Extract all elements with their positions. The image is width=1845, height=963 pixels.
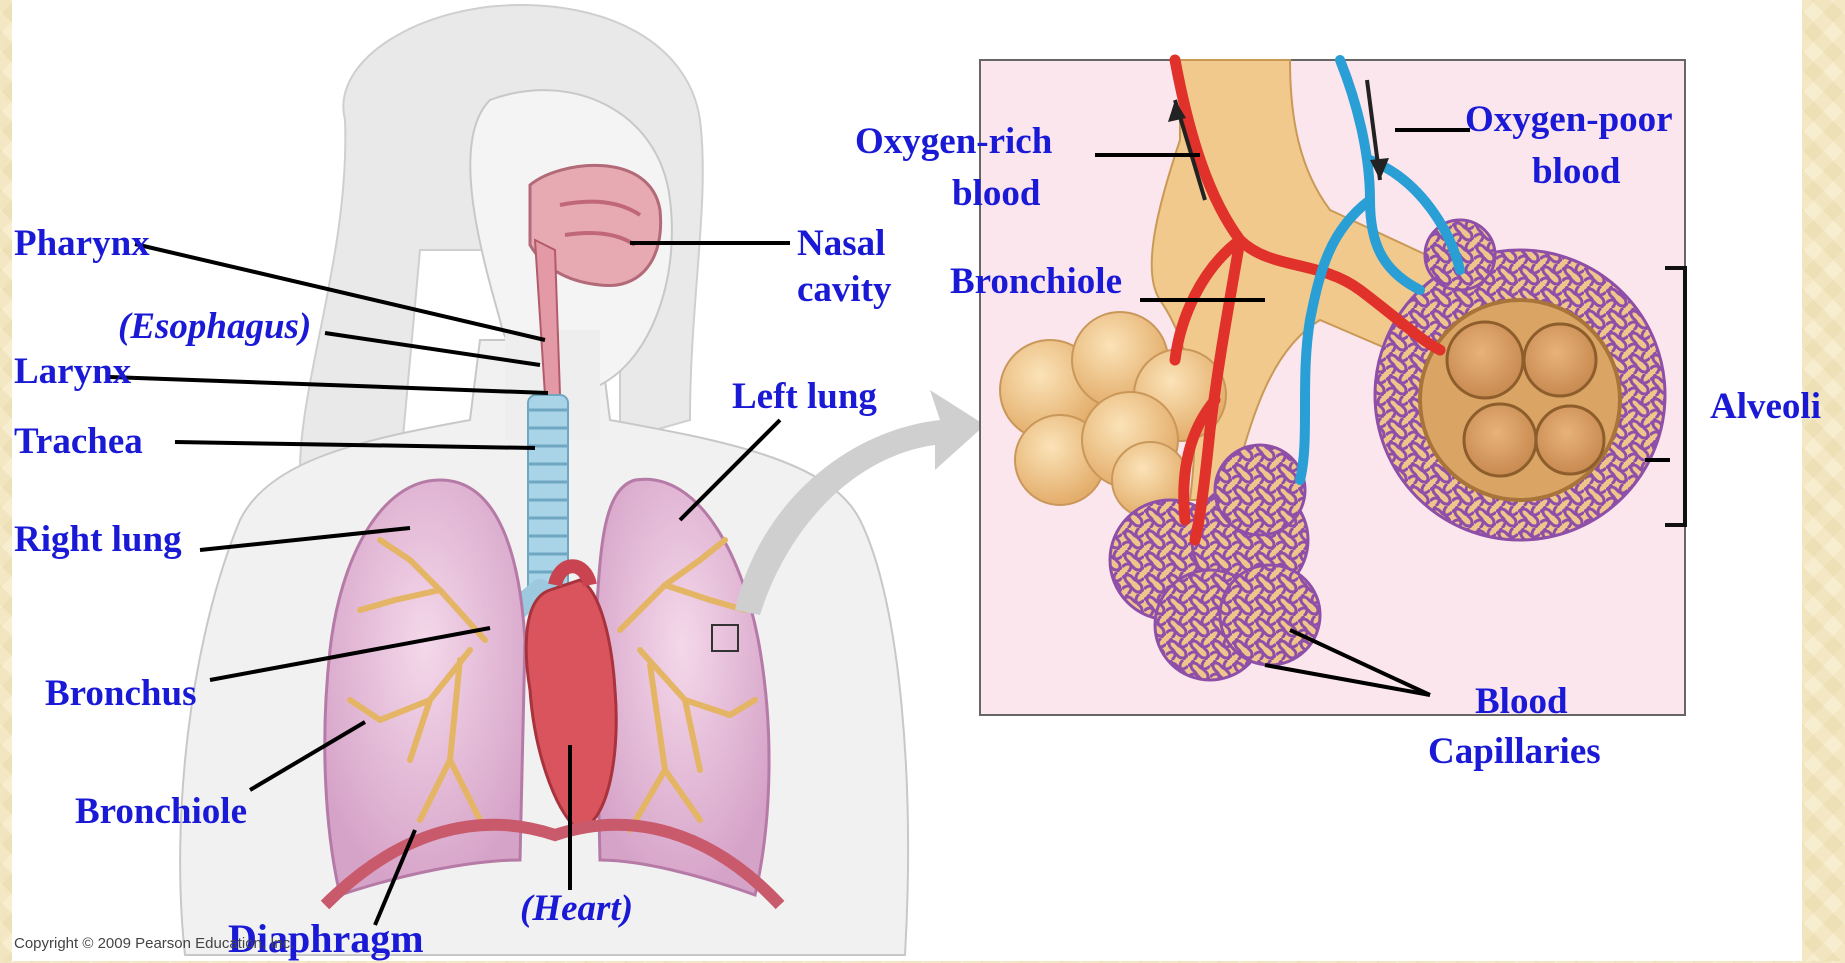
label-bronchiole-right: Bronchiole — [950, 260, 1122, 304]
label-nasal-cavity-1: Nasal — [797, 222, 885, 266]
label-oxygen-poor-1: Oxygen-poor — [1465, 98, 1673, 142]
label-trachea: Trachea — [14, 420, 143, 464]
label-oxygen-rich-2: blood — [952, 172, 1040, 216]
label-heart: (Heart) — [520, 887, 633, 931]
label-bronchus: Bronchus — [45, 672, 197, 716]
label-nasal-cavity-2: cavity — [797, 268, 892, 312]
label-left-lung: Left lung — [732, 375, 877, 419]
copyright-notice: Copyright © 2009 Pearson Education, Inc. — [14, 935, 294, 952]
label-oxygen-poor-2: blood — [1532, 150, 1620, 194]
label-pharynx: Pharynx — [14, 222, 150, 266]
label-oxygen-rich-1: Oxygen-rich — [855, 120, 1052, 164]
label-esophagus: (Esophagus) — [118, 305, 311, 349]
label-blood-capillaries-1: Blood — [1475, 680, 1568, 724]
label-bronchiole-left: Bronchiole — [75, 790, 247, 834]
label-larynx: Larynx — [14, 350, 131, 394]
label-alveoli: Alveoli — [1710, 385, 1821, 429]
label-blood-capillaries-2: Capillaries — [1428, 730, 1601, 774]
label-right-lung: Right lung — [14, 518, 182, 562]
